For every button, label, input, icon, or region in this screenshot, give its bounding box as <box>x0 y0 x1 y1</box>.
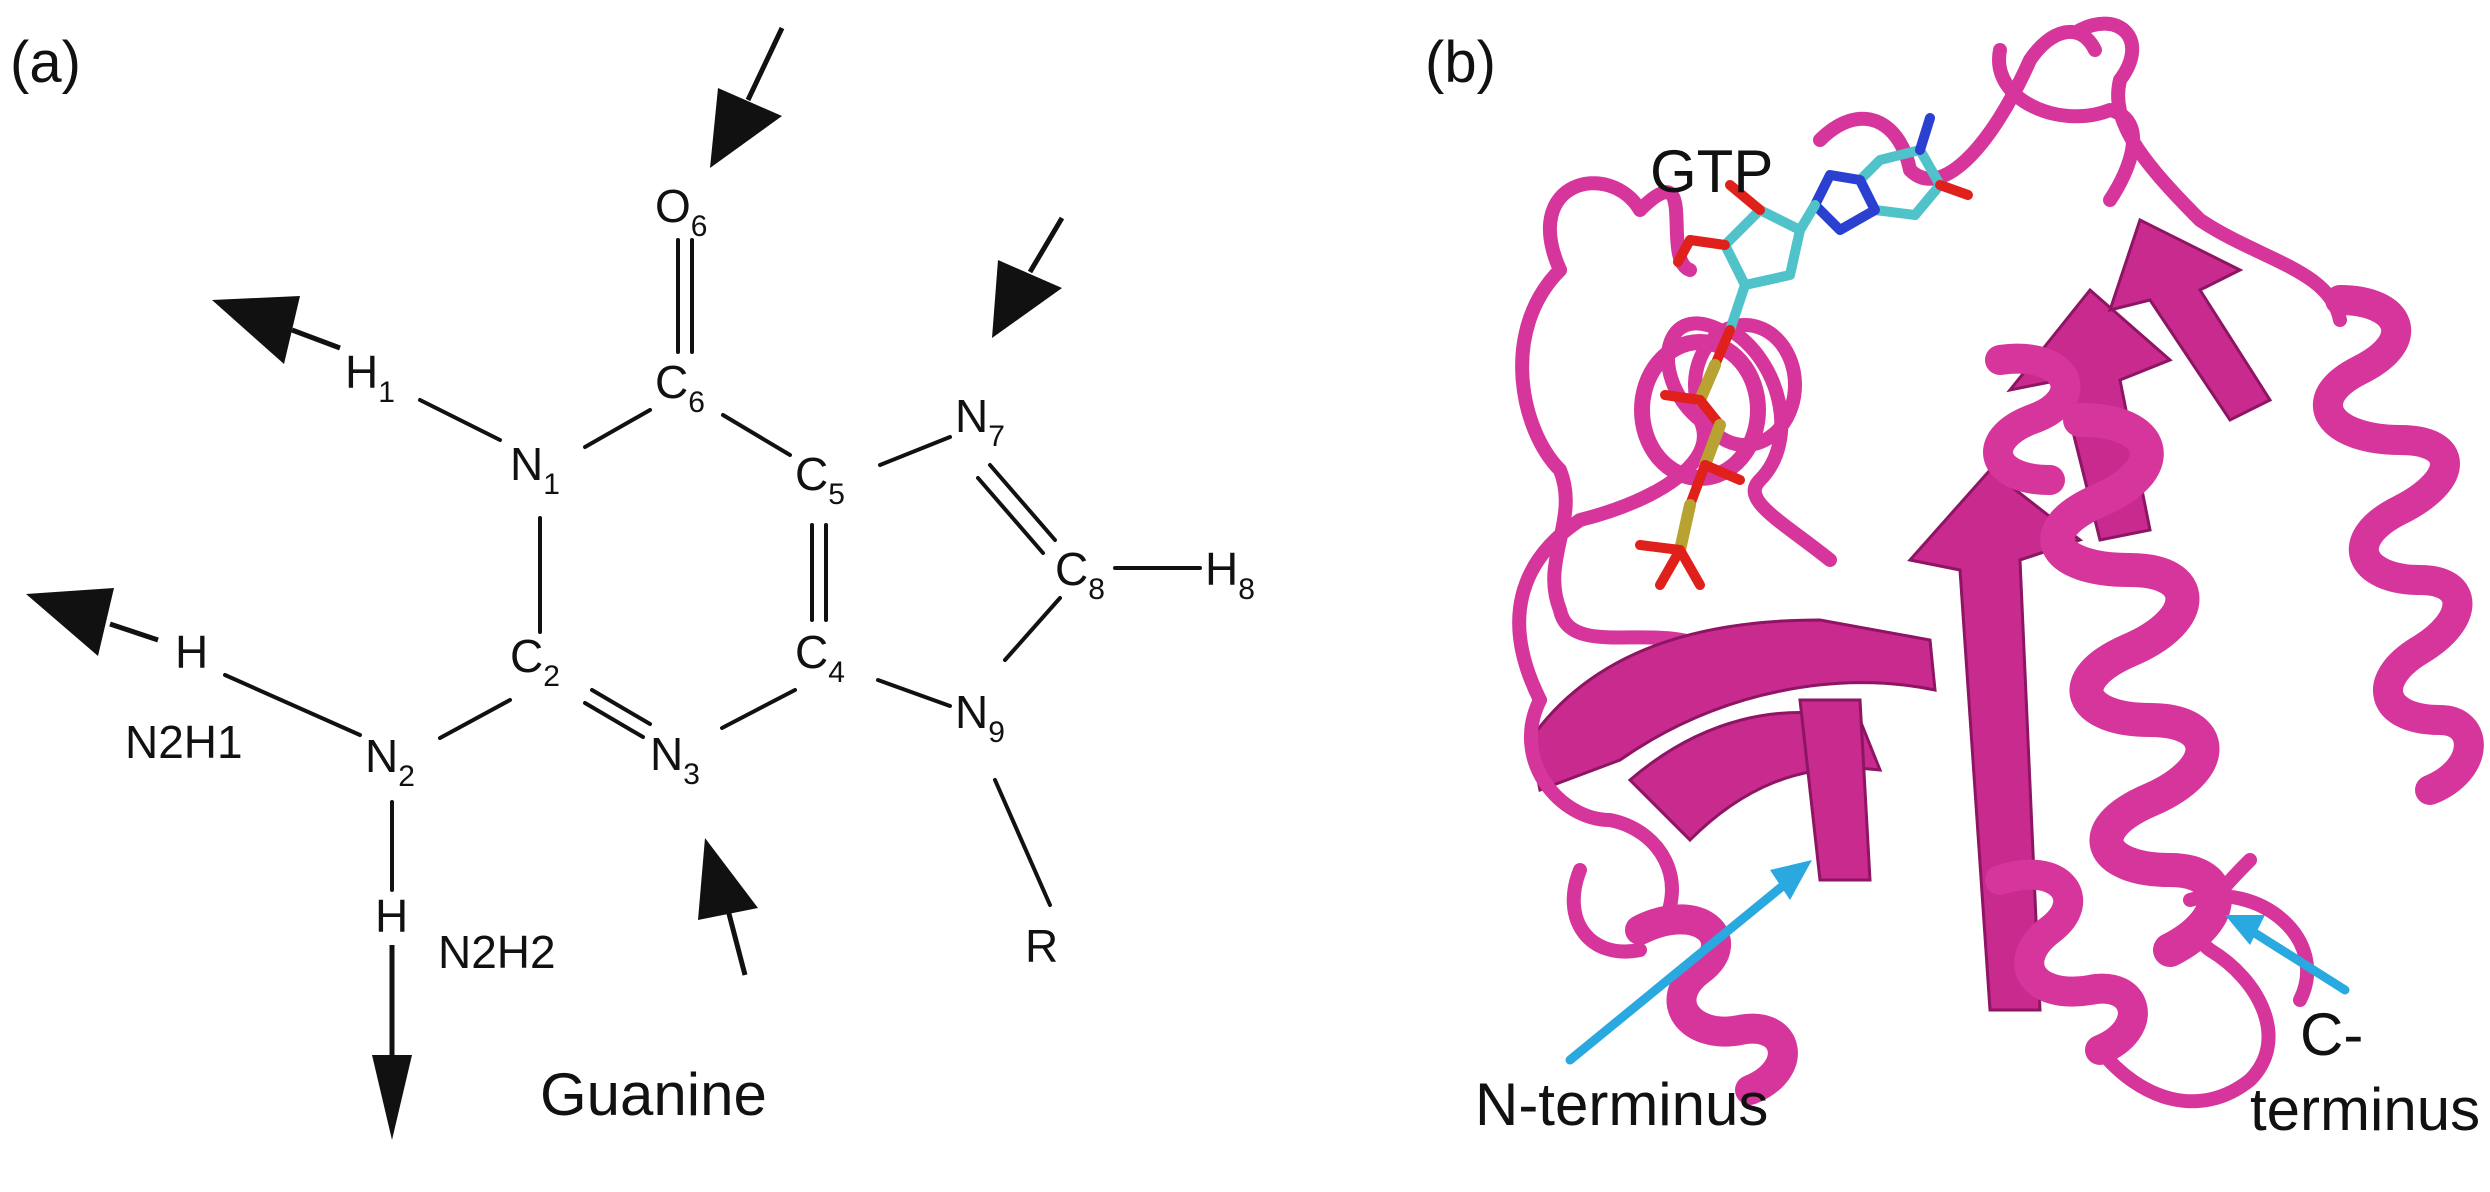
gtp-label: GTP <box>1650 138 1773 205</box>
molecule-name: Guanine <box>540 1061 767 1128</box>
panel-b-label: (b) <box>1425 30 1496 95</box>
atom-r: R <box>1025 920 1058 972</box>
helix-lower-right <box>1985 853 2314 1109</box>
atom-c2: C2 <box>510 630 560 693</box>
atom-h-bottom: H <box>375 890 408 942</box>
atom-n9: N9 <box>955 686 1005 749</box>
n-terminus-arrow <box>1565 875 1795 1065</box>
panel-a-label: (a) <box>10 30 81 95</box>
c-terminus-arrowhead <box>2225 915 2265 945</box>
c-terminus-label-line2: terminus <box>2250 1076 2480 1143</box>
atom-labels: O6 C6 H1 N1 C5 N7 C8 H8 C2 C4 N9 N2 N3 H… <box>125 180 1255 1128</box>
atom-h1: H1 <box>345 346 395 409</box>
atom-c5: C5 <box>795 448 845 511</box>
helix-central <box>1983 343 2232 967</box>
c-terminus-arrow <box>2245 925 2350 995</box>
panel-a: (a) <box>10 26 1255 1140</box>
atom-n1: N1 <box>510 438 560 501</box>
atom-n2: N2 <box>365 730 415 793</box>
bond-lines <box>223 238 1202 907</box>
label-n2h1: N2H1 <box>125 716 243 768</box>
atom-h-top: H <box>175 626 208 678</box>
atom-n7: N7 <box>955 390 1005 453</box>
n-terminus-arrowhead <box>1770 860 1812 900</box>
atom-c4: C4 <box>795 626 845 689</box>
atom-c6: C6 <box>655 356 705 419</box>
interaction-arrows <box>26 26 1065 1140</box>
panel-b: (b) <box>1425 16 2484 1143</box>
c-terminus-label-line1: C- <box>2300 1001 2363 1068</box>
label-n2h2: N2H2 <box>438 926 556 978</box>
protein-ribbon-structure <box>1512 16 2484 1109</box>
gtp-molecule <box>1635 113 1973 590</box>
helix-lower-left <box>1566 863 1798 1105</box>
atom-h8: H8 <box>1205 543 1255 606</box>
atom-o6: O6 <box>655 180 707 243</box>
atom-n3: N3 <box>650 728 700 791</box>
n-terminus-label: N-terminus <box>1475 1071 1768 1138</box>
helix-right <box>2312 285 2484 805</box>
terminus-arrows <box>1565 860 2350 1065</box>
atom-c8: C8 <box>1055 543 1105 606</box>
